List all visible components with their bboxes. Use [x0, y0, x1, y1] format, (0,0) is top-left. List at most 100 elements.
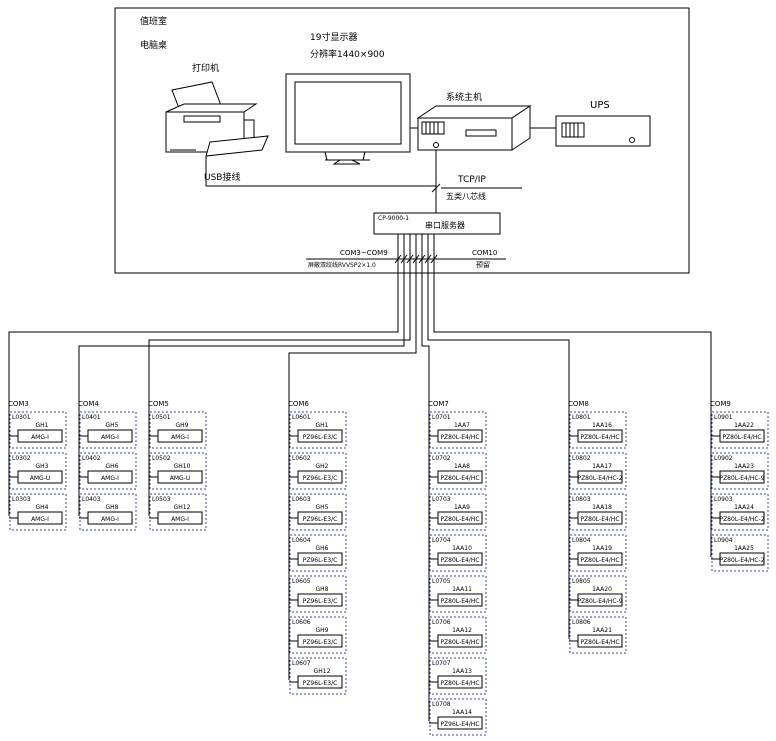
cable-spec-label: 屏蔽双绞线RVVSP2×1.0 — [308, 261, 376, 269]
control-room-frame — [114, 7, 690, 274]
feeder-tick — [418, 254, 426, 264]
meter-model: AMG-I — [101, 475, 119, 482]
host-computer-icon — [416, 105, 532, 151]
printer-icon — [165, 81, 269, 157]
feeder-tick — [406, 254, 414, 264]
meter-frame — [289, 657, 347, 695]
loop-label: L0303 — [12, 496, 31, 503]
com-group: COM8L08011AA16PZ80L-E4/HCL08021AA17PZ80L… — [568, 398, 627, 654]
loop-label: L0902 — [714, 455, 733, 462]
feeder-line — [8, 234, 399, 398]
meter-tag: GH12 — [174, 504, 191, 511]
meter-frame — [429, 534, 487, 572]
meter-tag: GH6 — [316, 545, 329, 552]
meter-model: PZ80L-E4/HC-2 — [719, 516, 764, 523]
feeder-tick — [412, 254, 420, 264]
serial-server-label: 串口服务器 — [425, 220, 465, 230]
serial-server-model: CP-9000-1 — [378, 215, 409, 222]
loop-label: L0601 — [292, 414, 311, 421]
com-group: COM7L07011AA7PZ80L-E4/HCL07021AA8PZ80L-E… — [428, 398, 487, 736]
meter-tag: 1AA9 — [454, 504, 470, 511]
com-group: COM9L09011AA22PZ80L-E4/HCL09021AA23PZ80L… — [710, 398, 769, 572]
feeder-tick — [394, 254, 402, 264]
meter-tag: GH1 — [36, 422, 49, 429]
meter-frame — [429, 616, 487, 654]
printer-label: 打印机 — [192, 62, 219, 74]
com-range-label: COM3~COM9 — [340, 249, 388, 257]
meter-model: PZ80L-E4/HC — [440, 516, 479, 523]
meter-groups: COM3L0301GH1AMG-IL0302GH3AMG-UL0303GH4AM… — [8, 398, 769, 736]
meter-tag: GH9 — [316, 627, 329, 634]
monitor-resolution: 分辨率1440×900 — [310, 48, 385, 60]
meter-model: PZ80L-E4/HC — [440, 434, 479, 441]
meter-tag: 1AA23 — [734, 463, 754, 470]
meter-tag: GH12 — [314, 668, 331, 675]
meter-tag: 1AA13 — [452, 668, 472, 675]
com10-label: COM10 — [472, 249, 497, 257]
meter-tag: GH10 — [174, 463, 191, 470]
loop-label: L0904 — [714, 537, 733, 544]
meter-model: PZ96L-E3/C — [303, 639, 338, 646]
loop-label: L0806 — [572, 619, 591, 626]
meter-tag: 1AA11 — [452, 586, 472, 593]
loop-label: L0705 — [432, 578, 451, 585]
meter-tag: 1AA20 — [592, 586, 612, 593]
loop-label: L0805 — [572, 578, 591, 585]
meter-tag: 1AA12 — [452, 627, 472, 634]
meter-tag: GH5 — [316, 504, 329, 511]
feeder-tick — [400, 254, 408, 264]
meter-tag: GH1 — [316, 422, 329, 429]
loop-label: L0502 — [152, 455, 171, 462]
com-label: COM8 — [568, 400, 589, 408]
meter-frame — [9, 493, 67, 531]
com-label: COM6 — [288, 400, 309, 408]
ups-label: UPS — [590, 100, 610, 111]
meter-model: PZ80L-E4/HC — [440, 557, 479, 564]
loop-label: L0302 — [12, 455, 31, 462]
meter-frame — [289, 411, 347, 449]
loop-label: L0803 — [572, 496, 591, 503]
meter-frame — [289, 493, 347, 531]
meter-tag: 1AA21 — [592, 627, 612, 634]
meter-model: AMG-I — [101, 434, 119, 441]
meter-tag: GH8 — [106, 504, 119, 511]
meter-tag: GH4 — [36, 504, 49, 511]
meter-frame — [289, 575, 347, 613]
loop-label: L0804 — [572, 537, 591, 544]
loop-label: L0503 — [152, 496, 171, 503]
meter-frame — [429, 493, 487, 531]
meter-model: PZ80L-E4/HC — [440, 598, 479, 605]
com-group: COM4L0401GH5AMG-IL0402GH6AMG-IL0403GH8AM… — [78, 398, 137, 531]
meter-model: PZ96L-E3/C — [303, 434, 338, 441]
feeder-line — [427, 234, 570, 398]
meter-tag: 1AA7 — [454, 422, 470, 429]
loop-label: L0402 — [82, 455, 101, 462]
meter-frame — [569, 534, 627, 572]
meter-model: AMG-U — [30, 475, 51, 482]
meter-model: PZ80L-E4/HC — [440, 680, 479, 687]
loop-label: L0603 — [292, 496, 311, 503]
meter-frame — [149, 493, 207, 531]
com-label: COM4 — [78, 400, 99, 408]
feeder-line — [288, 234, 417, 398]
meter-frame — [429, 575, 487, 613]
meter-frame — [289, 534, 347, 572]
loop-label: L0301 — [12, 414, 31, 421]
com-label: COM7 — [428, 400, 449, 408]
meter-model: PZ96L-E3/C — [303, 516, 338, 523]
meter-model: PZ80L-E4/HC — [440, 639, 479, 646]
meter-tag: 1AA24 — [734, 504, 754, 511]
